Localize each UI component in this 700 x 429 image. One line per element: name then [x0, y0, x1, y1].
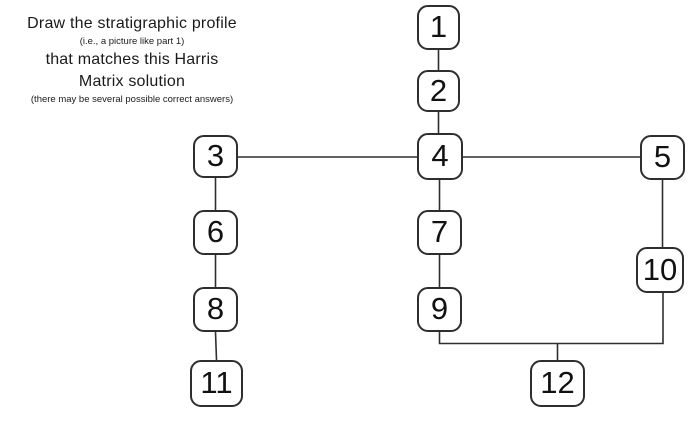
- node-4: 4: [417, 133, 463, 180]
- node-5: 5: [640, 135, 685, 180]
- instruction-line-4: Matrix solution: [78, 73, 186, 90]
- instruction-line-2: (i.e., a picture like part 1): [79, 36, 185, 47]
- node-11: 11: [190, 360, 243, 407]
- node-3: 3: [193, 135, 238, 178]
- edge-8-11: [214, 331, 218, 361]
- node-9: 9: [417, 287, 462, 332]
- edge-9-10: [438, 293, 664, 345]
- node-7: 7: [417, 210, 462, 255]
- instruction-line-5: (there may be several possible correct a…: [30, 94, 234, 105]
- node-8: 8: [193, 287, 238, 332]
- node-6: 6: [193, 210, 238, 255]
- node-12: 12: [530, 360, 585, 407]
- node-2: 2: [417, 70, 460, 112]
- node-10: 10: [636, 247, 684, 293]
- instructions-text: Draw the stratigraphic profile (i.e., a …: [6, 13, 258, 107]
- instruction-line-3: that matches this Harris: [45, 51, 219, 68]
- instruction-line-1: Draw the stratigraphic profile: [27, 15, 237, 32]
- node-1: 1: [417, 5, 460, 50]
